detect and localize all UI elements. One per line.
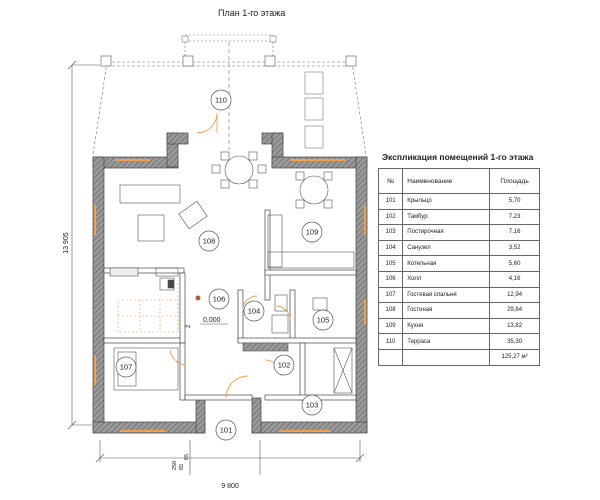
room-area-cell: 12,94 xyxy=(489,286,540,304)
room-area-cell: 5,60 xyxy=(489,255,540,272)
header-area: Площадь xyxy=(489,168,540,194)
room-name-cell: Постирочная xyxy=(402,224,491,241)
terrace xyxy=(92,34,367,156)
room-area-cell: 35,30 xyxy=(489,333,540,350)
total-area-cell: 125,27 м² xyxy=(489,348,540,366)
room-name-cell: Гостиная xyxy=(402,302,491,319)
header-name: Наименование xyxy=(402,168,491,194)
table-total-row: 125,27 м² xyxy=(377,348,540,366)
room-area-cell: 5,70 xyxy=(489,193,540,210)
small-dimension-a: 250 xyxy=(172,461,178,470)
room-104-label: 104 xyxy=(248,307,261,316)
room-name-cell: Кухня xyxy=(402,317,491,335)
room-number-cell: 109 xyxy=(377,317,404,335)
level-mark: 0,000 2 xyxy=(186,317,228,328)
header-number: № xyxy=(377,168,404,194)
dimension-lines xyxy=(67,60,365,475)
room-109-label: 109 xyxy=(306,228,319,237)
exterior-walls xyxy=(92,132,368,434)
room-106-label: 106 xyxy=(213,295,226,304)
room-name-cell: Крыльцо xyxy=(402,193,491,210)
stair-mark-text: 2 xyxy=(186,324,192,328)
room-102-label: 102 xyxy=(278,361,291,370)
room-number-cell: 104 xyxy=(377,239,404,257)
room-name-cell: Санузел xyxy=(402,239,491,257)
room-number-cell: 108 xyxy=(377,302,404,319)
room-110-label: 110 xyxy=(215,96,227,105)
width-dimension: 9 800 xyxy=(221,483,239,490)
room-area-cell: 29,84 xyxy=(489,302,540,319)
room-108-label: 108 xyxy=(203,237,216,246)
windows xyxy=(94,159,366,432)
room-name-cell: Терраса xyxy=(402,333,491,350)
furniture xyxy=(109,151,355,394)
room-number-cell: 110 xyxy=(377,333,404,350)
room-number-cell: 102 xyxy=(377,208,404,226)
room-105-label: 105 xyxy=(317,316,330,325)
room-schedule-title: Экспликация помещений 1-го этажа xyxy=(382,152,534,162)
room-name-cell: Тамбур xyxy=(402,208,491,226)
room-area-cell: 3,52 xyxy=(489,239,540,257)
room-name-cell: Котельная xyxy=(402,255,491,272)
height-dimension: 13 905 xyxy=(63,232,70,254)
empty-cell xyxy=(402,348,491,366)
room-area-cell: 4,16 xyxy=(489,270,540,288)
empty-cell xyxy=(377,348,404,366)
room-107-label: 107 xyxy=(120,363,133,372)
room-area-cell: 7,16 xyxy=(489,224,540,241)
staircase xyxy=(117,283,201,333)
room-name-cell: Холл xyxy=(402,270,491,288)
small-dimension-c: 65 xyxy=(184,454,190,460)
room-103-label: 103 xyxy=(306,401,319,410)
room-name-cell: Гостевая спальня xyxy=(402,286,491,304)
room-numbers: 110 108 109 106 104 105 107 102 103 101 xyxy=(120,96,330,435)
plan-title: План 1-го этажа xyxy=(218,8,285,18)
room-number-cell: 107 xyxy=(377,286,404,304)
level-mark-text: 0,000 xyxy=(203,317,221,324)
small-dimension-b: 65 xyxy=(179,464,185,470)
room-labels xyxy=(115,89,334,441)
room-number-cell: 103 xyxy=(377,224,404,241)
room-number-cell: 105 xyxy=(377,255,404,272)
room-number-cell: 106 xyxy=(377,270,404,288)
room-101-label: 101 xyxy=(220,426,233,435)
room-area-cell: 7,23 xyxy=(489,208,540,226)
room-number-cell: 101 xyxy=(377,193,404,210)
room-area-cell: 13,82 xyxy=(489,317,540,335)
